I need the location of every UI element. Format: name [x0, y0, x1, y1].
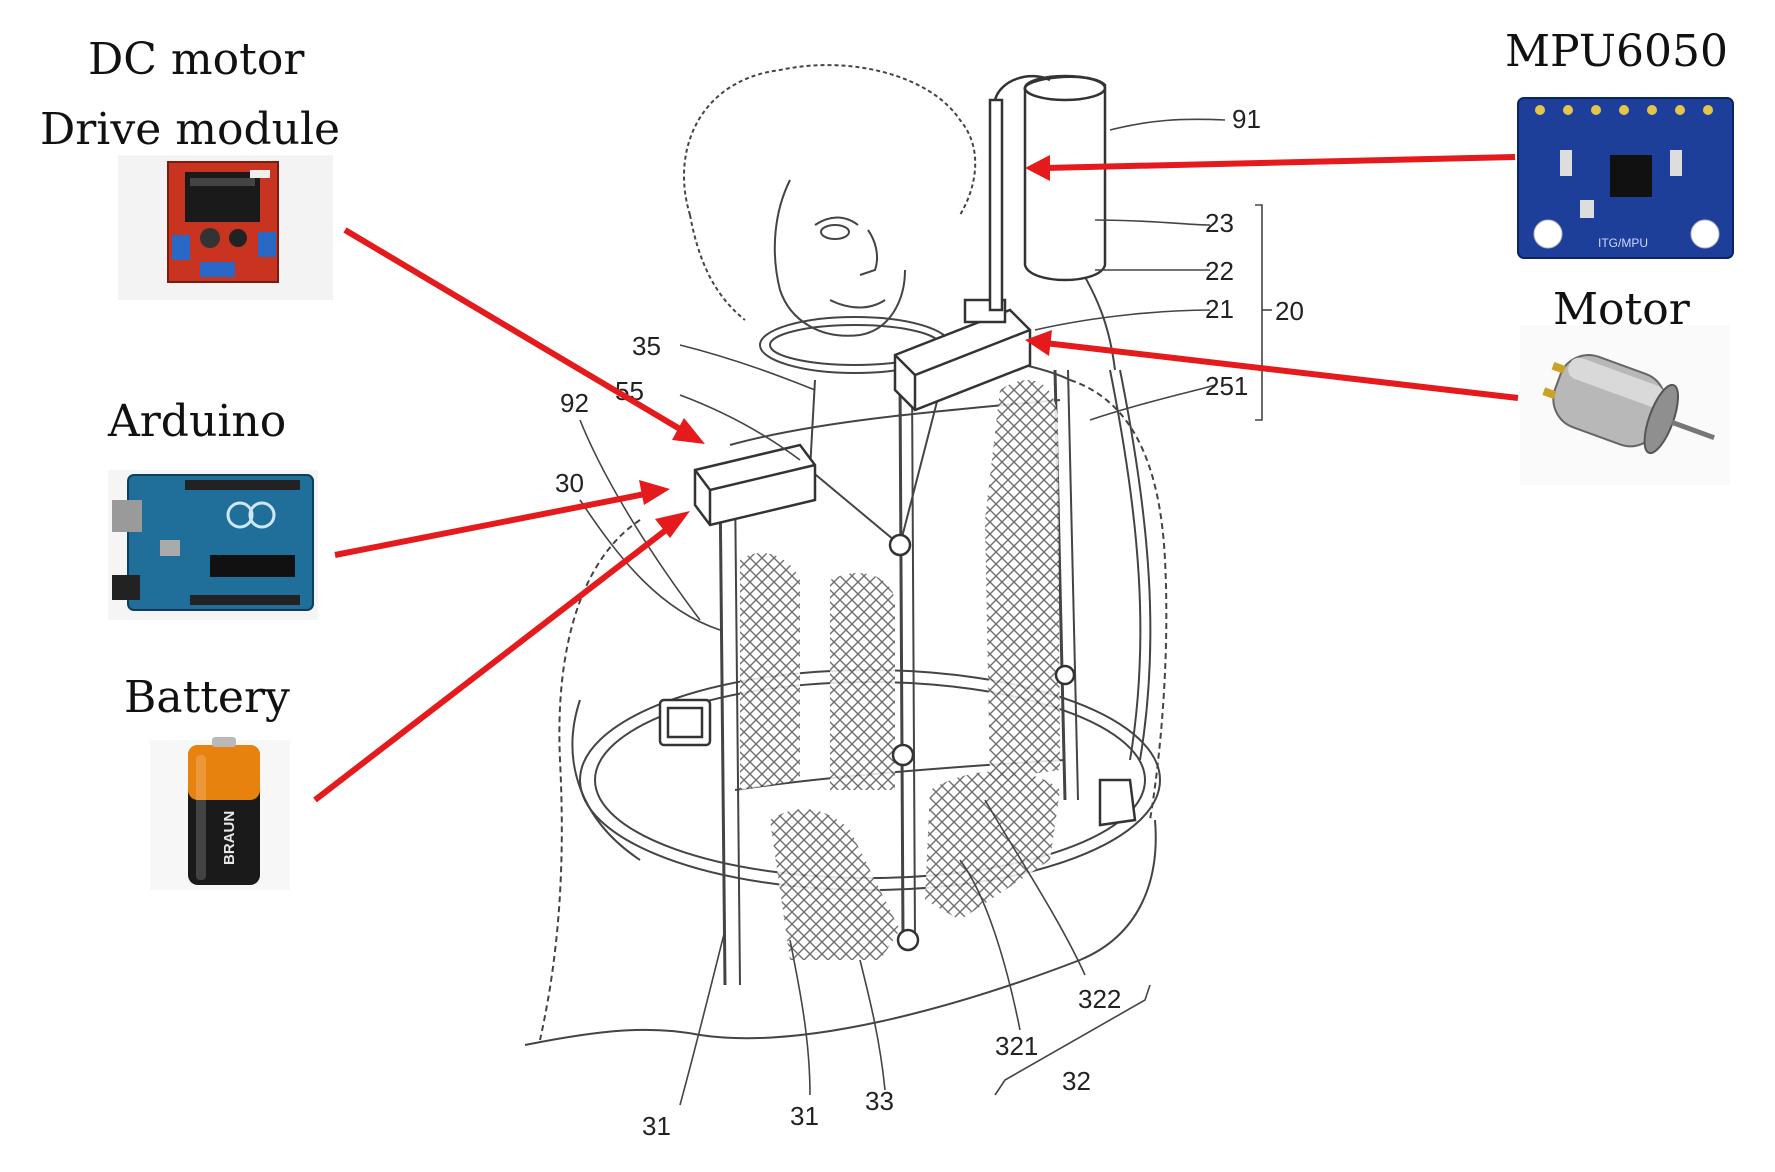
torso-outline [539, 519, 641, 1041]
callout-20: 20 [1275, 296, 1304, 326]
mesh-panels [740, 380, 1060, 960]
callout-leaders [579, 118, 1272, 1106]
callout-31-center: 31 [790, 1101, 819, 1131]
mesh-panel-center-upper [830, 572, 895, 790]
battery-image: BRAUN [150, 737, 290, 890]
dc-motor-label-line1: DC motor [88, 34, 305, 85]
arrow-mpu6050 [1044, 154, 1516, 171]
arduino-label: Arduino [108, 396, 287, 447]
arrow-drive-module [343, 227, 692, 438]
center-rail [898, 379, 905, 941]
battery-brand-text: BRAUN [221, 811, 238, 865]
callout-22: 22 [1205, 256, 1234, 286]
callout-35: 35 [632, 331, 661, 361]
callout-321: 321 [995, 1031, 1038, 1061]
callout-21: 21 [1205, 294, 1234, 324]
belt-buckle [658, 698, 712, 747]
sensor-canister [1023, 75, 1107, 282]
callout-92: 92 [560, 388, 589, 418]
motor-image [1520, 325, 1730, 485]
arrow-arduino [334, 490, 651, 558]
mesh-panel-right-upper [985, 380, 1060, 780]
arduino-image [108, 470, 318, 620]
callout-322: 322 [1078, 984, 1121, 1014]
callout-251: 251 [1205, 371, 1248, 401]
motor-housing [893, 308, 1032, 412]
component-arrows [313, 154, 1519, 803]
dc-motor-drive-module-image [118, 155, 333, 300]
arrow-motor [1044, 340, 1519, 401]
callout-numbers: 91 23 22 21 20 251 35 55 92 30 31 31 33 … [555, 104, 1304, 1141]
motor-label: Motor [1553, 284, 1690, 335]
callout-33: 33 [865, 1086, 894, 1116]
mesh-panel-lower-right [925, 771, 1060, 920]
mpu-chip-label: ITG/MPU [1598, 236, 1648, 250]
callout-30: 30 [555, 468, 584, 498]
face-outline [773, 179, 906, 337]
head-hair-outline [683, 64, 977, 216]
battery-label: Battery [124, 672, 290, 723]
left-front-rail [718, 479, 727, 986]
mesh-panel-lower [770, 809, 900, 960]
callout-31-left: 31 [642, 1111, 671, 1141]
callout-91: 91 [1232, 104, 1261, 134]
arrow-battery [313, 520, 677, 803]
dc-motor-label-line2: Drive module [40, 104, 341, 155]
callout-23: 23 [1205, 208, 1234, 238]
controller-box [693, 443, 817, 527]
mesh-panel-left-upper [740, 552, 800, 790]
mpu6050-label: MPU6050 [1505, 26, 1728, 77]
frame-components [658, 74, 1137, 952]
callout-32: 32 [1062, 1066, 1091, 1096]
mpu6050-image: ITG/MPU [1517, 97, 1734, 259]
